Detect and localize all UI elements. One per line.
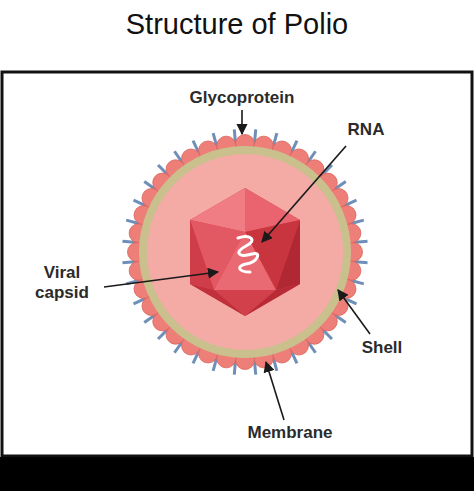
- leader-line: [266, 362, 284, 420]
- membrane-ring: [139, 146, 351, 358]
- frame: [2, 72, 472, 456]
- glycoprotein-beads: [128, 135, 363, 370]
- bottom-band: [0, 457, 474, 491]
- leader-line: [241, 110, 243, 134]
- part-label: Membrane: [247, 423, 332, 443]
- leader-line: [104, 272, 218, 287]
- part-label: Glycoprotein: [190, 88, 295, 108]
- part-label: RNA: [348, 120, 385, 140]
- part-label: Shell: [362, 338, 403, 358]
- rna-strand: [238, 237, 258, 272]
- leader-line: [338, 290, 370, 334]
- viral-capsid: [190, 188, 300, 316]
- title: Structure of Polio: [126, 8, 348, 41]
- leader-line: [262, 146, 346, 242]
- spikes: [122, 129, 367, 374]
- part-label: Viral capsid: [22, 263, 102, 302]
